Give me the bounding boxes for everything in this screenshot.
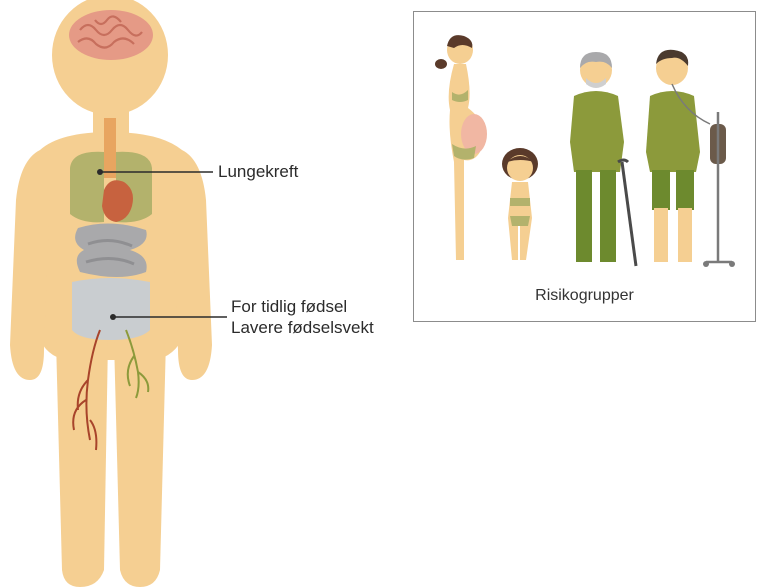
trachea	[104, 118, 116, 178]
womb-icon	[72, 278, 150, 340]
human-body-figure	[0, 0, 420, 587]
preterm-birth-label: For tidlig fødsel	[231, 297, 347, 317]
lung-cancer-label: Lungekreft	[218, 162, 298, 182]
right-arm	[172, 150, 212, 380]
left-leg	[56, 340, 108, 587]
low-birth-weight-label: Lavere fødselsvekt	[231, 318, 374, 338]
brain-icon	[69, 10, 153, 60]
lung-pointer-dot	[97, 169, 103, 175]
left-arm	[10, 150, 50, 380]
pregnant-woman-figure	[435, 35, 487, 260]
risk-groups-illustration	[414, 12, 754, 282]
risk-groups-caption: Risikogrupper	[414, 287, 755, 305]
womb-pointer-dot	[110, 314, 116, 320]
right-leg	[114, 340, 166, 587]
risk-groups-panel: Risikogrupper	[413, 11, 756, 322]
patient-with-iv-figure	[646, 50, 735, 267]
child-figure	[502, 148, 538, 260]
elderly-man-figure	[570, 52, 636, 266]
